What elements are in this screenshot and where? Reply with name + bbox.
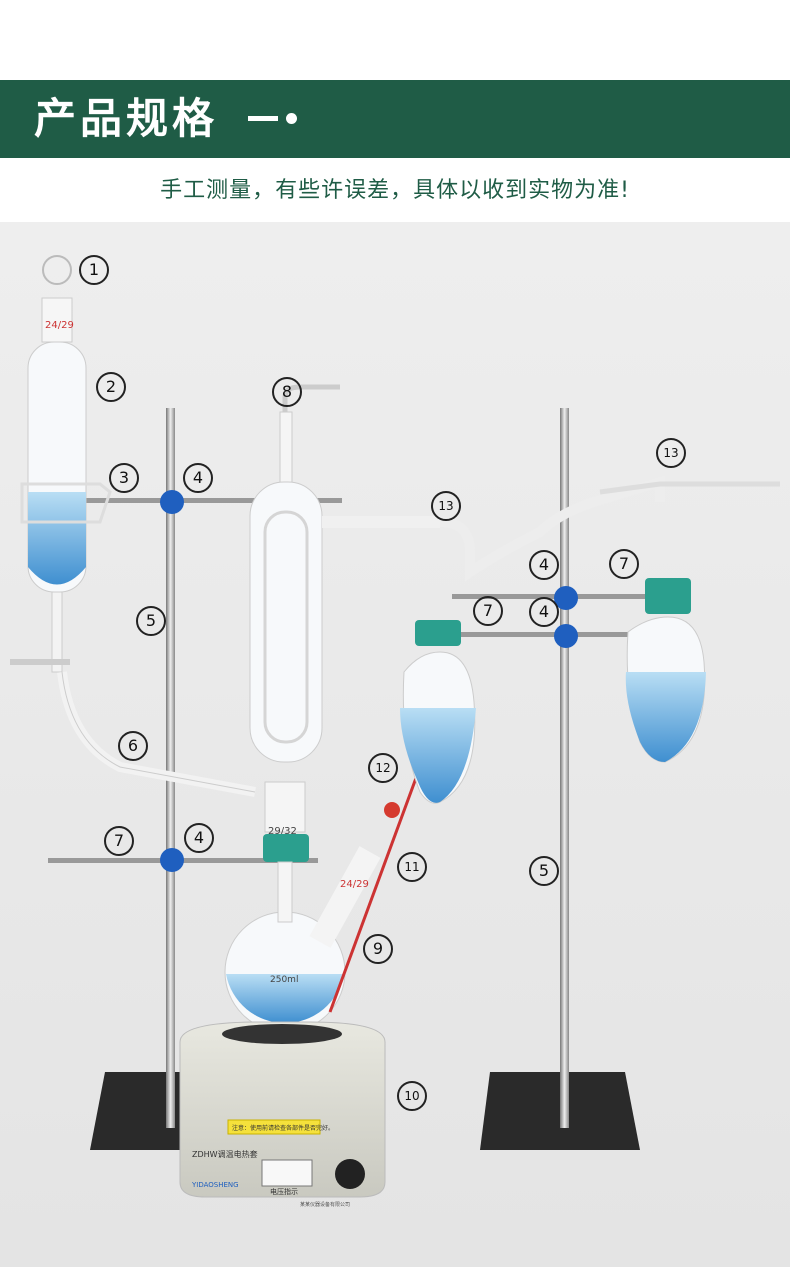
callout-label: 4 [184,823,214,853]
joint-size-label: 29/32 [268,826,297,837]
heater-maker-label: 某某仪器设备有限公司 [300,1201,350,1208]
boss-head-knob [160,848,184,872]
heater-indicator-label: 电压指示 [270,1187,298,1196]
flask-volume-label: 250ml [270,975,298,985]
title-dash-decoration [248,116,278,121]
callout-label: 5 [529,856,559,886]
boss-head-knob [554,624,578,648]
boss-head-knob [160,490,184,514]
section-banner: 产品规格 [0,80,790,158]
callout-label: 6 [118,731,148,761]
stand-rod-left [166,408,175,1128]
callout-label: 5 [136,606,166,636]
callout-label: 10 [397,1081,427,1111]
callout-label: 2 [96,372,126,402]
voltmeter-dial [261,1159,313,1187]
heater-model-label: ZDHW调温电热套 [192,1149,258,1159]
section-title: 产品规格 [34,94,219,143]
joint-clip [263,834,309,862]
callout-label: 7 [104,826,134,856]
callout-label: 7 [473,596,503,626]
joint-clip [415,620,461,646]
measurement-note: 手工测量，有些许误差，具体以收到实物为准! [160,178,630,203]
clamp-rod-top [80,498,342,503]
callout-label: 4 [529,597,559,627]
thermometer-cap [384,802,400,818]
callout-label: 11 [397,852,427,882]
callout-label: 1 [79,255,109,285]
callout-label: 9 [363,934,393,964]
boss-head-knob [554,586,578,610]
joint-size-label: 24/29 [45,320,74,331]
callout-label: 4 [529,550,559,580]
callout-label: 12 [368,753,398,783]
callout-label: 7 [609,549,639,579]
clamp-rod-right-top [452,594,652,599]
product-photo: 24/29 29/32 250ml 24/29 [0,222,790,1267]
callout-label: 13 [656,438,686,468]
title-dot-decoration [286,113,297,124]
clamp-rod-right-mid [452,632,632,637]
stand-rod-right [560,408,569,1128]
callout-label: 8 [272,377,302,407]
heater-control-knob [335,1159,365,1189]
callout-label: 4 [183,463,213,493]
joint-size-label: 24/29 [340,879,369,890]
joint-clip [645,578,691,614]
callout-label: 13 [431,491,461,521]
callout-label: 3 [109,463,139,493]
heater-brand-label: YIDAOSHENG [191,1181,239,1189]
heater-warning-label: 注意：使用前请检查各部件是否完好。 [232,1124,334,1132]
